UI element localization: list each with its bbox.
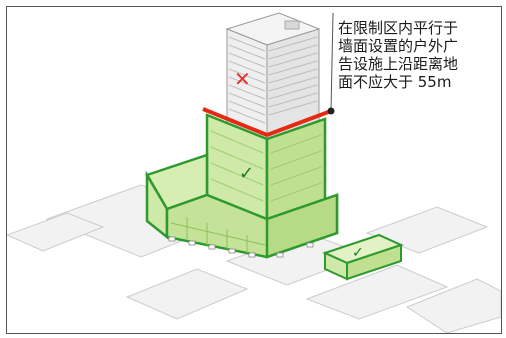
allowed-annex [322,233,404,281]
height-limit-annotation: 在限制区内平行于 墙面设置的户外广 告设施上沿距离地 面不应大于 55m [338,19,501,91]
allowed-tower-checkmark: ✓ [239,163,255,184]
allowed-podium [145,153,339,259]
annotation-line: 告设施上沿距离地 [338,55,459,73]
prohibited-mark: ✕ [234,67,251,91]
allowed-annex-checkmark: ✓ [352,245,364,261]
height-limit-line [202,12,335,138]
building-illustration [7,12,501,333]
diagram-frame: ✕ ✓ ✓ 在限制区内平行于 墙面设置的户外广 告设施上沿距离地 面不应大于 5… [6,6,502,334]
annotation-line: 在限制区内平行于 [338,19,459,37]
upper-tower [225,12,321,140]
annotation-line: 墙面设置的户外广 [338,37,459,55]
annotation-line: 面不应大于 55m [338,73,452,91]
